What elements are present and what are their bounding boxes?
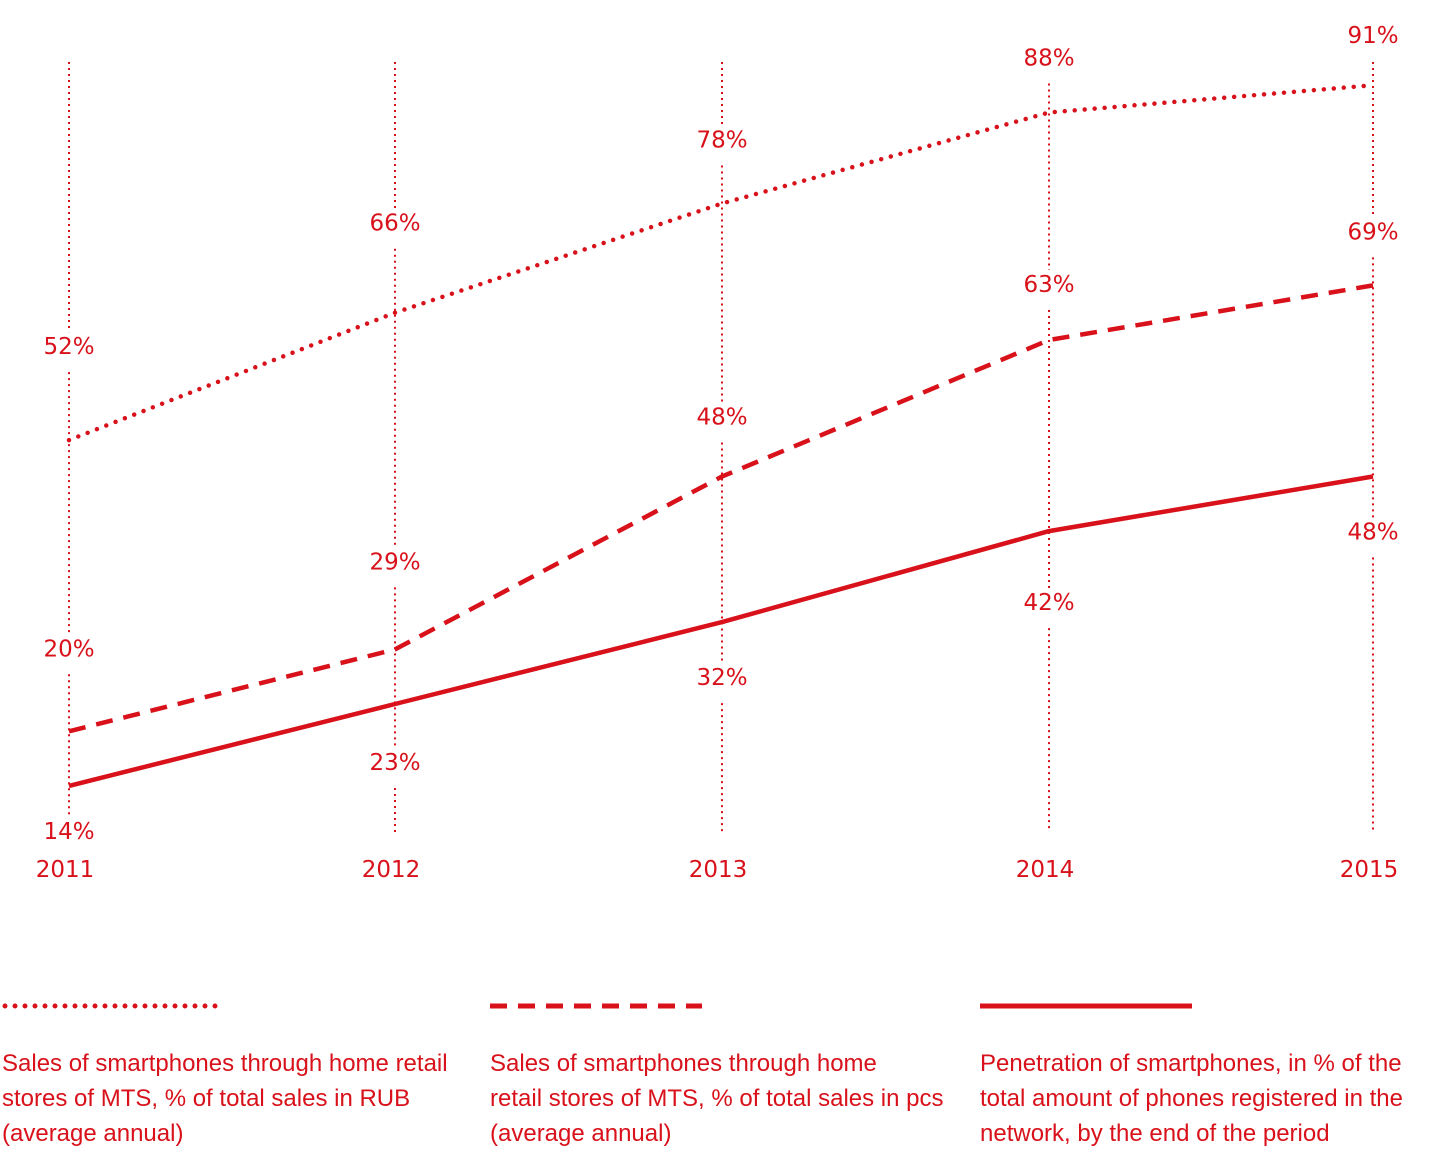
data-label-solid-2011: 14% (43, 819, 94, 845)
legend-swatch-dashed (490, 1003, 702, 1009)
data-label-solid-2013: 32% (696, 665, 747, 691)
legend-line: (average annual) (2, 1120, 184, 1147)
x-tick-2012: 2012 (362, 857, 421, 883)
legend-item-pcs: Sales of smartphones through home retail… (490, 1000, 950, 1147)
legend-line: Sales of smartphones through home (490, 1050, 877, 1077)
legend-line: Sales of smartphones through home retail (2, 1050, 448, 1077)
series-line-solid (68, 474, 1374, 789)
data-label-dashed-2012: 29% (369, 549, 420, 575)
data-label-dotted-2015: 91% (1347, 23, 1398, 49)
x-tick-2015: 2015 (1340, 857, 1399, 883)
legend-label-penetration: Penetration of smartphones, in % of the … (980, 1046, 1403, 1151)
legend-swatch-dotted (2, 1003, 220, 1009)
data-label-dashed-2014: 63% (1023, 272, 1074, 298)
legend-line: stores of MTS, % of total sales in RUB (2, 1085, 411, 1112)
year-gridlines (68, 62, 1374, 832)
legend-line: retail stores of MTS, % of total sales i… (490, 1085, 944, 1112)
x-tick-2013: 2013 (689, 857, 748, 883)
legend-label-rub: Sales of smartphones through home retail… (2, 1046, 448, 1151)
data-label-solid-2014: 42% (1023, 590, 1074, 616)
data-label-dashed-2015: 69% (1347, 219, 1398, 245)
data-label-dashed-2011: 20% (43, 636, 94, 662)
legend-swatch-solid (980, 1003, 1192, 1009)
legend-line: (average annual) (490, 1120, 672, 1147)
data-label-dotted-2014: 88% (1023, 46, 1074, 72)
x-tick-2014: 2014 (1016, 857, 1075, 883)
legend-line: network, by the end of the period (980, 1120, 1330, 1147)
data-label-dotted-2013: 78% (696, 128, 747, 154)
data-label-dotted-2012: 66% (369, 211, 420, 237)
legend-item-penetration: Penetration of smartphones, in % of the … (980, 1000, 1434, 1147)
data-label-solid-2012: 23% (369, 750, 420, 776)
data-label-dotted-2011: 52% (43, 334, 94, 360)
data-label-solid-2015: 48% (1347, 520, 1398, 546)
legend-item-rub: Sales of smartphones through home retail… (2, 1000, 462, 1147)
series-lines (66, 82, 1376, 789)
legend-line: total amount of phones registered in the (980, 1085, 1403, 1112)
data-labels: 52% 66% 78% 88% 91% 20% 29% 48% 63% 69% 14% 23% 32% 4… (43, 23, 1398, 845)
x-tick-2011: 2011 (36, 857, 95, 883)
series-line-dashed (68, 283, 1374, 734)
legend-line: Penetration of smartphones, in % of the (980, 1050, 1402, 1077)
legend-label-pcs: Sales of smartphones through home retail… (490, 1046, 944, 1151)
data-label-dashed-2013: 48% (696, 405, 747, 431)
x-axis-tick-labels: 2011 2012 2013 2014 2015 (36, 857, 1399, 883)
